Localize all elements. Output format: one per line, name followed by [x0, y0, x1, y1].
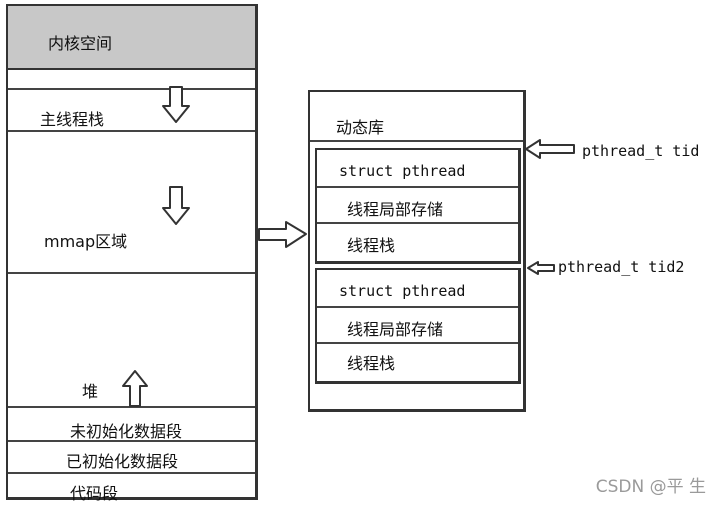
tid-pointer-arrow-icon: [525, 139, 575, 159]
thread-stack-label: 线程栈: [347, 236, 396, 255]
divider-line: [8, 472, 255, 474]
divider-line: [317, 222, 518, 224]
thread-stack-label: 线程栈: [347, 354, 396, 373]
divider-line: [317, 186, 518, 188]
divider-line: [8, 130, 255, 132]
thread-block-2: struct pthread 线程局部存储 线程栈: [315, 268, 521, 384]
thread-block-1: struct pthread 线程局部存储 线程栈: [315, 148, 521, 264]
divider-line: [310, 140, 523, 142]
data-segment-label: 已初始化数据段: [66, 452, 179, 471]
stack-grow-down-arrow-icon: [162, 86, 190, 123]
bss-segment-label: 未初始化数据段: [70, 422, 183, 441]
divider-line: [8, 88, 255, 90]
watermark-text: CSDN @平 生: [595, 477, 706, 497]
divider-line: [317, 342, 518, 344]
pthread-tid2-label: pthread_t tid2: [558, 258, 685, 276]
mmap-grow-down-arrow-icon: [162, 186, 190, 225]
tls-label: 线程局部存储: [347, 320, 444, 339]
struct-pthread-label: struct pthread: [339, 162, 466, 180]
divider-line: [317, 306, 518, 308]
library-title: 动态库: [336, 118, 385, 137]
tls-label: 线程局部存储: [347, 200, 444, 219]
main-stack-label: 主线程栈: [40, 110, 105, 129]
kernel-space-label: 内核空间: [48, 34, 113, 53]
mmap-region-label: mmap区域: [44, 232, 128, 251]
heap-grow-up-arrow-icon: [122, 370, 148, 407]
divider-line: [8, 440, 255, 442]
mmap-to-library-arrow-icon: [258, 221, 307, 248]
heap-label: 堆: [82, 382, 99, 401]
text-segment-label: 代码段: [70, 484, 119, 503]
process-memory-column: 内核空间 主线程栈 mmap区域 堆 未初始化数据段 已初始化数据段 代码段: [6, 4, 258, 503]
dynamic-library-box: 动态库 struct pthread 线程局部存储 线程栈 struct pth…: [308, 90, 526, 412]
divider-line: [8, 272, 255, 274]
struct-pthread-label: struct pthread: [339, 282, 466, 300]
tid2-pointer-arrow-icon: [527, 261, 555, 275]
kernel-space-segment: 内核空间: [8, 6, 255, 70]
pthread-tid-label: pthread_t tid: [582, 142, 700, 160]
